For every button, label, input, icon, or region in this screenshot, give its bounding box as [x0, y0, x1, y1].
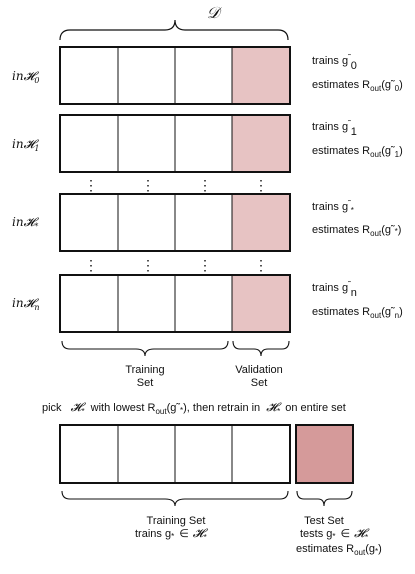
final-training-label: Training Set — [147, 515, 206, 527]
ellipsis: ⋮ — [84, 257, 98, 273]
selection-instruction: pick 𝓗* with lowest Rout(g˜*), then retr… — [42, 400, 346, 417]
final-training-brace — [61, 490, 289, 507]
test-set-label: Test Set — [304, 515, 344, 527]
trains-label-0: trains g˜0 — [312, 53, 357, 72]
validation-fold-0 — [232, 47, 290, 104]
ellipsis-group-1: ⋮ ⋮ ⋮ ⋮ — [84, 177, 268, 193]
test-set-sublabel: tests g*∈𝓗* — [300, 526, 370, 542]
trains-label-1: trains g˜1 — [312, 119, 357, 138]
model-label-n: in𝓗n — [12, 296, 40, 312]
training-brace — [61, 340, 229, 357]
validation-fold-n — [232, 275, 290, 332]
model-label-star: in𝓗* — [12, 215, 40, 231]
validation-fold-1 — [232, 115, 290, 172]
validation-fold-star — [232, 194, 290, 251]
trains-label-n: trains g˜n — [312, 280, 357, 299]
ellipsis: ⋮ — [141, 257, 155, 273]
ellipsis: ⋮ — [141, 177, 155, 193]
test-set-box — [295, 424, 354, 484]
ellipsis: ⋮ — [198, 177, 212, 193]
model-row-star: in𝓗* trains g˜* estimates Rout(g˜*) — [12, 193, 401, 252]
ellipsis: ⋮ — [198, 257, 212, 273]
validation-brace — [232, 340, 290, 357]
ellipsis: ⋮ — [254, 177, 268, 193]
final-training-bar — [59, 424, 291, 484]
model-row-n: in𝓗n trains g˜n estimates Rout(g˜n) — [12, 274, 403, 333]
test-brace — [296, 490, 353, 507]
model-label-1: in𝓗1 — [12, 137, 40, 153]
final-training-sublabel: trains g*∈𝓗* — [135, 526, 209, 542]
estimates-label-star: estimates Rout(g˜*) — [312, 224, 401, 238]
estimates-label-0: estimates Rout(g˜0) — [312, 79, 403, 93]
test-estimate-label: estimates Rout(g*) — [296, 543, 382, 557]
model-row-0: in𝓗0 trains g˜0 estimates Rout(g˜0) — [12, 46, 403, 105]
ellipsis-group-2: ⋮ ⋮ ⋮ ⋮ — [84, 257, 268, 273]
ellipsis: ⋮ — [254, 257, 268, 273]
dataset-brace — [59, 19, 289, 41]
model-label-0: in𝓗0 — [12, 69, 40, 85]
ellipsis: ⋮ — [84, 177, 98, 193]
estimates-label-1: estimates Rout(g˜1) — [312, 145, 403, 159]
dataset-symbol: 𝒟 — [207, 3, 223, 22]
trains-label-star: trains g˜* — [312, 199, 354, 215]
estimates-label-n: estimates Rout(g˜n) — [312, 306, 403, 320]
model-row-1: in𝓗1 trains g˜1 estimates Rout(g˜1) — [12, 114, 403, 173]
